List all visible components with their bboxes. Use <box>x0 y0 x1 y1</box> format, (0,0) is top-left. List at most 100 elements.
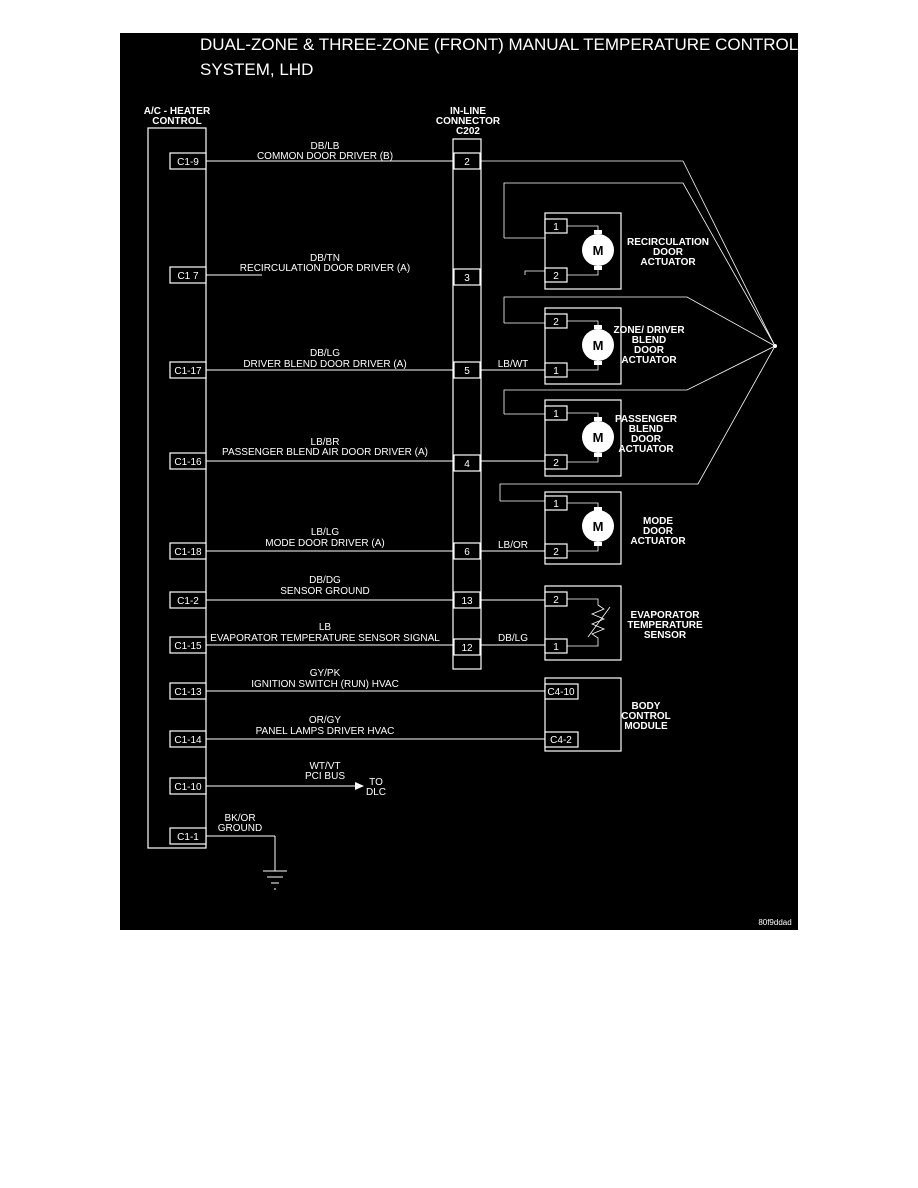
svg-text:12: 12 <box>461 643 473 654</box>
pin-c1-1: C1-1 <box>169 827 207 845</box>
ground-symbol-icon <box>263 870 287 890</box>
svg-text:IGNITION SWITCH (RUN) HVAC: IGNITION SWITCH (RUN) HVAC <box>251 679 399 690</box>
svg-text:C1-14: C1-14 <box>174 735 202 746</box>
recirculation-actuator-label: RECIRCULATION DOOR ACTUATOR <box>627 237 709 268</box>
zone-driver-blend-door-actuator: 2 1 M <box>544 307 622 385</box>
wire-pci-bus: WT/VT PCI BUS TO DLC <box>206 761 386 798</box>
svg-text:MODULE: MODULE <box>624 721 668 732</box>
svg-text:DOOR: DOOR <box>643 526 674 537</box>
svg-text:MODE: MODE <box>643 516 673 527</box>
pin-c1-16: C1-16 <box>169 452 207 470</box>
motor-icon <box>582 234 614 266</box>
wire-ignition-switch: GY/PK IGNITION SWITCH (RUN) HVAC <box>206 668 545 692</box>
pin-c1-9: C1-9 <box>169 152 207 170</box>
evaporator-sensor-label: EVAPORATOR TEMPERATURE SENSOR <box>627 610 703 641</box>
to-dlc-label-1: TO <box>369 777 383 788</box>
svg-text:C1-13: C1-13 <box>174 687 202 698</box>
svg-text:2: 2 <box>553 547 559 558</box>
svg-text:BODY: BODY <box>632 701 661 712</box>
svg-text:DB/LG: DB/LG <box>310 348 340 359</box>
pin-c1-14: C1-14 <box>169 730 207 748</box>
svg-text:PASSENGER: PASSENGER <box>615 414 678 425</box>
wire-panel-lamps: OR/GY PANEL LAMPS DRIVER HVAC <box>206 715 545 740</box>
svg-text:C1 7: C1 7 <box>177 271 199 282</box>
svg-text:C1-9: C1-9 <box>177 157 199 168</box>
connector-pin-13: 13 <box>453 591 481 609</box>
svg-text:LB: LB <box>319 622 332 633</box>
svg-text:2: 2 <box>553 271 559 282</box>
svg-text:2: 2 <box>464 157 470 168</box>
wire-driver-blend-door-driver: DB/LG DRIVER BLEND DOOR DRIVER (A) <box>206 348 454 371</box>
svg-text:PASSENGER BLEND AIR DOOR DRIVE: PASSENGER BLEND AIR DOOR DRIVER (A) <box>222 447 428 458</box>
svg-text:C1-10: C1-10 <box>174 782 202 793</box>
pin-c1-2: C1-2 <box>169 591 207 609</box>
wire-ground: BK/OR GROUND <box>206 813 276 871</box>
heater-control-label-2: CONTROL <box>152 116 201 127</box>
inline-connector-label-1: IN-LINE <box>450 106 486 117</box>
svg-text:4: 4 <box>464 459 470 470</box>
svg-text:PANEL LAMPS DRIVER HVAC: PANEL LAMPS DRIVER HVAC <box>256 726 395 737</box>
svg-text:BK/OR: BK/OR <box>224 813 255 824</box>
motor-icon <box>582 421 614 453</box>
inline-connector-label-3: C202 <box>456 126 480 137</box>
svg-text:1: 1 <box>553 499 559 510</box>
svg-text:GROUND: GROUND <box>218 823 262 834</box>
svg-text:C4-10: C4-10 <box>547 687 575 698</box>
heater-control-module <box>147 127 207 849</box>
svg-text:EVAPORATOR: EVAPORATOR <box>631 610 701 621</box>
wire-lb-wt: LB/WT <box>480 359 545 371</box>
svg-text:C1-15: C1-15 <box>174 641 202 652</box>
svg-text:ACTUATOR: ACTUATOR <box>618 444 674 455</box>
wire-recirculation-door-driver: DB/TN RECIRCULATION DOOR DRIVER (A) <box>206 253 410 276</box>
svg-text:LB/WT: LB/WT <box>498 359 529 370</box>
svg-text:C1-18: C1-18 <box>174 547 202 558</box>
svg-text:1: 1 <box>553 409 559 420</box>
wire-common-door-bus <box>480 160 777 502</box>
pin-c1-10: C1-10 <box>169 777 207 795</box>
pin-c1-7: C1 7 <box>169 266 207 284</box>
svg-text:DOOR: DOOR <box>634 345 665 356</box>
svg-text:2: 2 <box>553 595 559 606</box>
mode-door-actuator: 1 2 M <box>544 491 622 565</box>
image-code: 80f9ddad <box>758 918 791 927</box>
svg-text:ACTUATOR: ACTUATOR <box>630 536 686 547</box>
svg-text:DOOR: DOOR <box>653 247 684 258</box>
svg-text:M: M <box>593 243 604 258</box>
recirculation-door-actuator: 1 2 M <box>544 212 622 290</box>
evaporator-temperature-sensor: 2 1 <box>544 585 622 661</box>
svg-text:DB/DG: DB/DG <box>309 575 341 586</box>
svg-text:13: 13 <box>461 596 473 607</box>
connector-pin-6: 6 <box>453 542 481 560</box>
heater-control-label-1: A/C - HEATER <box>144 106 211 117</box>
inline-connector-label-2: CONNECTOR <box>436 116 501 127</box>
svg-text:EVAPORATOR TEMPERATURE SENSOR: EVAPORATOR TEMPERATURE SENSOR SIGNAL <box>210 633 440 644</box>
svg-text:BLEND: BLEND <box>632 335 666 346</box>
body-control-module-label: BODY CONTROL MODULE <box>621 701 670 732</box>
wiring-diagram-svg: DUAL-ZONE & THREE-ZONE (FRONT) MANUAL TE… <box>144 35 798 927</box>
svg-text:RECIRCULATION DOOR DRIVER (A): RECIRCULATION DOOR DRIVER (A) <box>240 263 410 274</box>
title-line-2: SYSTEM, LHD <box>200 60 313 79</box>
svg-text:OR/GY: OR/GY <box>309 715 342 726</box>
connector-pin-4: 4 <box>453 454 481 472</box>
svg-text:1: 1 <box>553 642 559 653</box>
svg-text:DB/LG: DB/LG <box>498 633 528 644</box>
svg-text:C1-2: C1-2 <box>177 596 199 607</box>
motor-icon <box>582 510 614 542</box>
svg-text:C1-1: C1-1 <box>177 832 199 843</box>
passenger-actuator-label: PASSENGER BLEND DOOR ACTUATOR <box>615 414 678 455</box>
svg-text:LB/LG: LB/LG <box>311 527 340 538</box>
svg-text:GY/PK: GY/PK <box>310 668 341 679</box>
svg-text:C1-16: C1-16 <box>174 457 202 468</box>
svg-text:2: 2 <box>553 458 559 469</box>
wire-evaporator-temp-signal: LB EVAPORATOR TEMPERATURE SENSOR SIGNAL <box>206 622 454 646</box>
svg-text:COMMON DOOR DRIVER (B): COMMON DOOR DRIVER (B) <box>257 151 393 162</box>
motor-icon <box>582 329 614 361</box>
svg-text:M: M <box>593 430 604 445</box>
svg-text:DOOR: DOOR <box>631 434 662 445</box>
svg-text:LB/OR: LB/OR <box>498 540 528 551</box>
svg-text:ACTUATOR: ACTUATOR <box>640 257 696 268</box>
svg-text:LB/BR: LB/BR <box>311 437 340 448</box>
wiring-diagram: DUAL-ZONE & THREE-ZONE (FRONT) MANUAL TE… <box>120 33 798 930</box>
title-line-1: DUAL-ZONE & THREE-ZONE (FRONT) MANUAL TE… <box>200 35 798 54</box>
svg-text:DRIVER BLEND DOOR DRIVER (A): DRIVER BLEND DOOR DRIVER (A) <box>243 359 406 370</box>
